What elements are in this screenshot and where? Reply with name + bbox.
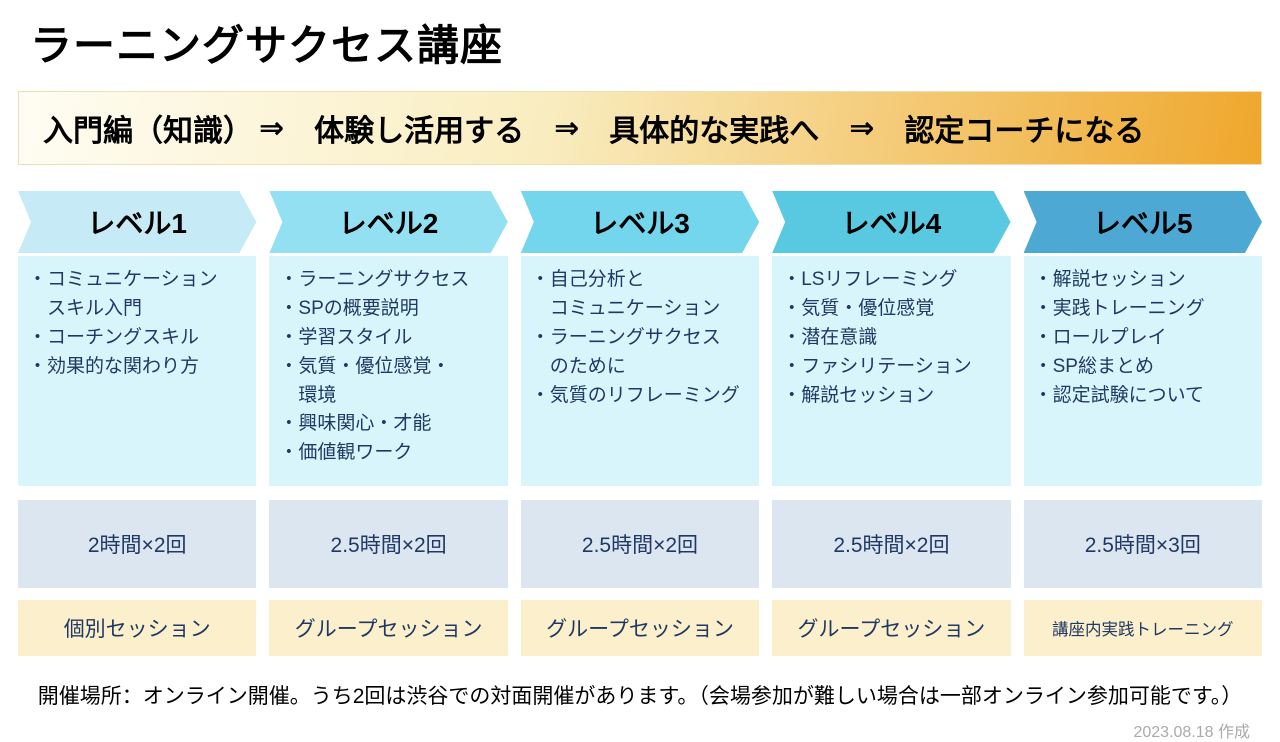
- session-row: 個別セッション グループセッション グループセッション グループセッション 講座…: [18, 600, 1262, 656]
- creation-date: 2023.08.18 作成: [1133, 724, 1250, 741]
- level-2-duration: 2.5時間×2回: [269, 500, 508, 588]
- level-4-session: グループセッション: [772, 600, 1011, 656]
- level-4-header: レベル4: [772, 191, 1010, 253]
- arrow-right-icon: ⇒: [849, 111, 875, 145]
- arrow-right-icon: ⇒: [259, 111, 285, 145]
- level-2-header: レベル2: [269, 191, 507, 253]
- level-4-duration: 2.5時間×2回: [772, 500, 1011, 588]
- level-4-topics: ・LSリフレーミング ・気質・優位感覚 ・潜在意識 ・ファシリテーション ・解説…: [772, 256, 1011, 486]
- level-header-row: レベル1 レベル2 レベル3 レベル4 レベル5: [18, 191, 1262, 253]
- level-2-topics: ・ラーニングサクセス ・SPの概要説明 ・学習スタイル ・気質・優位感覚・ 環境…: [269, 256, 508, 486]
- level-5-header: レベル5: [1024, 191, 1262, 253]
- level-1-session: 個別セッション: [18, 600, 257, 656]
- phase-practice: 具体的な実践へ: [609, 115, 820, 148]
- level-5-session: 講座内実践トレーニング: [1023, 600, 1262, 656]
- level-2-session: グループセッション: [269, 600, 508, 656]
- topics-row: ・コミュニケーション スキル入門 ・コーチングスキル ・効果的な関わり方 ・ラー…: [18, 256, 1262, 486]
- slide-content: ラーニングサクセス講座 入門編（知識） ⇒ 体験し活用する ⇒ 具体的な実践へ …: [18, 12, 1262, 742]
- duration-row: 2時間×2回 2.5時間×2回 2.5時間×2回 2.5時間×2回 2.5時間×…: [18, 500, 1262, 588]
- level-3-topics: ・自己分析と コミュニケーション ・ラーニングサクセス のために ・気質のリフレ…: [520, 256, 760, 486]
- level-1-duration: 2時間×2回: [18, 500, 257, 588]
- phase-intro: 入門編（知識）: [43, 115, 253, 148]
- phase-certified-coach: 認定コーチになる: [904, 115, 1145, 148]
- level-3-duration: 2.5時間×2回: [520, 500, 760, 588]
- level-3-session: グループセッション: [520, 600, 760, 656]
- progression-banner: 入門編（知識） ⇒ 体験し活用する ⇒ 具体的な実践へ ⇒ 認定コーチになる: [18, 91, 1262, 165]
- phase-experience: 体験し活用する: [314, 115, 525, 148]
- arrow-right-icon: ⇒: [554, 111, 580, 145]
- level-5-duration: 2.5時間×3回: [1023, 500, 1262, 588]
- level-1-header: レベル1: [18, 191, 256, 253]
- level-3-header: レベル3: [521, 191, 759, 253]
- level-1-topics: ・コミュニケーション スキル入門 ・コーチングスキル ・効果的な関わり方: [18, 256, 257, 486]
- level-5-topics: ・解説セッション ・実践トレーニング ・ロールプレイ ・SP総まとめ ・認定試験…: [1023, 256, 1262, 486]
- page-title: ラーニングサクセス講座: [30, 22, 504, 69]
- venue-note: 開催場所：オンライン開催。うち2回は渋谷での対面開催があります。（会場参加が難し…: [37, 685, 1243, 708]
